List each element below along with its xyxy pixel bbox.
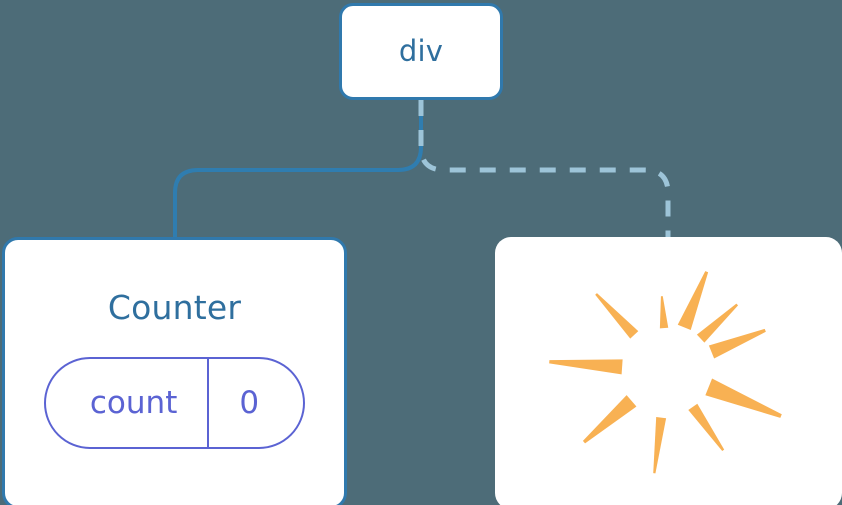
node-counter[interactable]: Counter count 0: [2, 237, 347, 505]
node-div[interactable]: div: [339, 3, 503, 100]
node-div-label: div: [398, 34, 444, 68]
burst-ray-6: [653, 417, 667, 474]
node-counter-title: Counter: [107, 288, 242, 327]
edge-div-to-burst: [418, 100, 671, 239]
burst-ray-7: [688, 403, 725, 451]
state-pill-key: count: [89, 384, 178, 421]
burst-ray-10: [696, 303, 739, 343]
node-render-burst[interactable]: [495, 237, 842, 505]
state-pill-count[interactable]: count 0: [43, 357, 306, 449]
burst-ray-1: [677, 271, 709, 330]
burst-ray-9: [708, 328, 766, 359]
state-pill-value: 0: [239, 384, 260, 421]
state-pill-divider: [207, 359, 210, 447]
burst-ray-4: [549, 359, 623, 375]
burst-ray-2: [659, 296, 669, 329]
burst-ray-3: [595, 293, 639, 339]
edge-div-to-counter: [173, 98, 423, 241]
burst-ray-8: [705, 378, 782, 418]
radial-burst-icon: [549, 271, 782, 474]
burst-ray-5: [582, 395, 637, 444]
